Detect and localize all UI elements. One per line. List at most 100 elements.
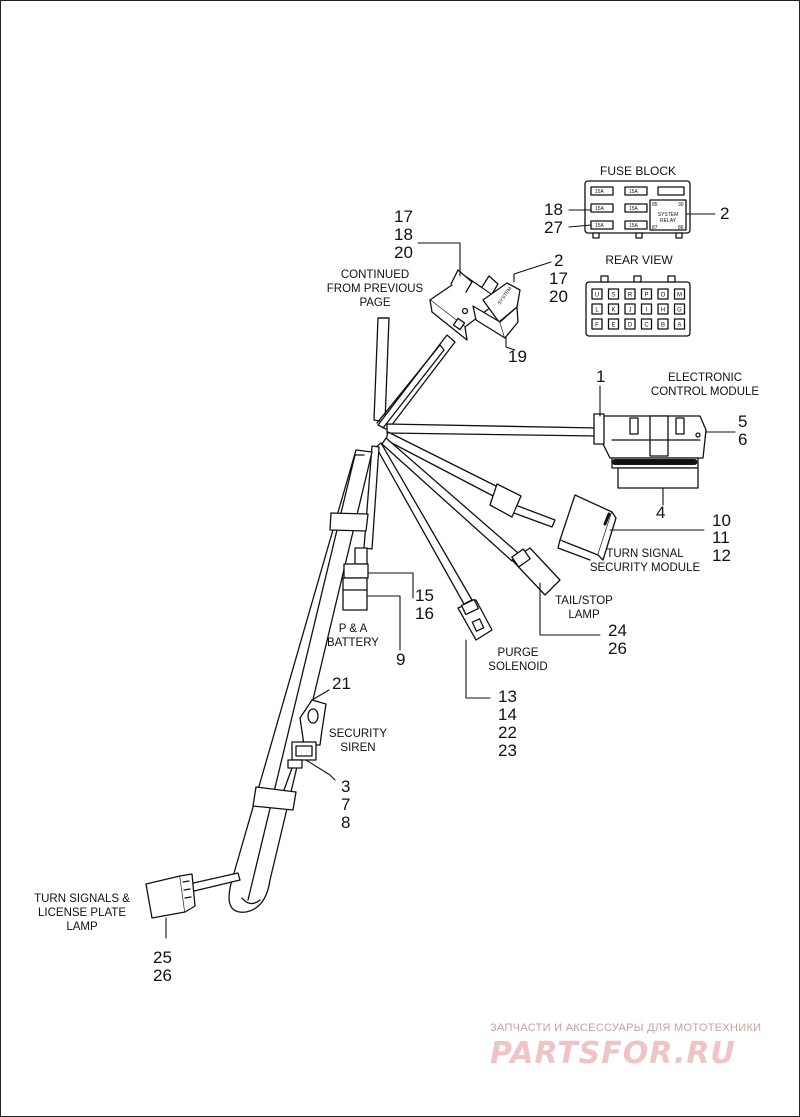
cavity-C — [640, 318, 653, 330]
rear-view-title: REAR VIEW — [605, 253, 673, 267]
cavity-K — [607, 303, 620, 315]
cavity-letter: K — [611, 308, 615, 314]
cavity-O — [657, 288, 669, 300]
leader-lines — [165, 209, 736, 939]
fuse-block-title: FUSE BLOCK — [599, 164, 677, 178]
cavity-S — [607, 288, 620, 300]
callout-17: 17 — [394, 207, 413, 226]
cavity-letter: A — [677, 323, 681, 329]
purge-solenoid-connector — [457, 598, 493, 641]
fuse-label: 15A — [629, 189, 639, 195]
cavity-G — [673, 303, 686, 315]
cavity-D — [624, 318, 636, 330]
fuse-label: 15A — [595, 206, 605, 212]
security-siren-connector — [283, 699, 327, 791]
relay-pin: 86 — [678, 225, 684, 231]
callout-2: 2 — [720, 204, 730, 223]
cavity-letter: G — [677, 308, 682, 314]
cavity-letter: H — [661, 308, 665, 314]
callout-20: 20 — [394, 243, 413, 262]
watermark-logo: PARTSFOR.RU — [490, 1036, 736, 1071]
tssm-label: TURN SIGNAL SECURITY MODULE — [589, 548, 701, 574]
cavity-letter: C — [644, 323, 649, 329]
callout-21: 21 — [332, 674, 351, 693]
watermark-text: ЗАПЧАСТИ И АКСЕССУАРЫ ДЛЯ МОТОТЕХНИКИ — [490, 1022, 762, 1034]
callout-10: 10 — [712, 511, 731, 530]
cavity-letter: J — [629, 308, 632, 314]
pa-battery-label: P & A BATTERY — [327, 623, 379, 649]
cavity-letter: D — [628, 323, 633, 329]
continued-label: CONTINUED FROM PREVIOUS PAGE — [326, 269, 424, 309]
callout-15: 15 — [415, 586, 434, 605]
turn-signals-connector — [145, 873, 196, 919]
callout-26: 26 — [153, 966, 172, 985]
fuse-label: 15A — [595, 223, 605, 229]
tail-stop-label: TAIL/STOP LAMP — [555, 595, 613, 621]
callout-3: 3 — [341, 777, 351, 796]
ecm-label: ELECTRONIC CONTROL MODULE — [650, 372, 760, 398]
cavity-letter: U — [595, 293, 599, 299]
callout-13: 13 — [498, 687, 517, 706]
callout-6: 6 — [738, 430, 748, 449]
cavity-letter: F — [595, 323, 599, 329]
callout-17: 17 — [549, 269, 568, 288]
cavity-letter: P — [644, 293, 648, 299]
callout-19: 19 — [508, 347, 527, 366]
cavity-B — [657, 318, 669, 330]
cavity-letter: S — [611, 293, 615, 299]
cavity-letter: O — [661, 293, 666, 299]
cavity-R — [624, 288, 636, 300]
relay-pin: 30 — [678, 202, 684, 208]
turn-signal-security-module — [557, 494, 617, 561]
callout-20: 20 — [549, 287, 568, 306]
callout-5: 5 — [738, 412, 748, 431]
fuse-label: 15A — [629, 206, 639, 212]
cavity-F — [591, 318, 603, 330]
cavity-letter: I — [646, 308, 648, 314]
cavity-U — [591, 288, 603, 300]
cavity-E — [607, 318, 620, 330]
turn-signals-label: TURN SIGNALS & LICENSE PLATE LAMP — [34, 893, 130, 933]
cavity-letter: L — [595, 308, 599, 314]
callout-4: 4 — [656, 503, 666, 522]
cavity-A — [673, 318, 686, 330]
callout-9: 9 — [396, 650, 406, 669]
fuse-label: 15A — [629, 223, 639, 229]
callout-12: 12 — [712, 546, 731, 565]
security-siren-label: SECURITY SIREN — [328, 728, 388, 754]
cavity-letter: E — [611, 323, 615, 329]
callout-2: 2 — [554, 251, 564, 270]
callout-16: 16 — [415, 604, 434, 623]
callout-18: 18 — [394, 225, 413, 244]
electronic-control-module — [593, 413, 707, 489]
callout-26: 26 — [608, 639, 627, 658]
callout-11: 11 — [712, 528, 730, 547]
relay-pin: 87 — [652, 225, 658, 231]
callout-1: 1 — [596, 367, 606, 386]
callout-8: 8 — [341, 813, 351, 832]
harness-main — [188, 317, 599, 913]
callout-18: 18 — [544, 200, 563, 219]
callout-25: 25 — [153, 948, 172, 967]
top-connector-assembly: SYSTEM — [429, 269, 521, 341]
purge-solenoid-label: PURGE SOLENOID — [488, 647, 548, 673]
callout-27: 27 — [544, 218, 563, 237]
fuse-block-rear-view: U S R P O M L K J I H G F E D C B A — [585, 275, 691, 337]
callout-22: 22 — [498, 723, 517, 742]
cavity-I — [640, 303, 653, 315]
cavity-M — [673, 288, 686, 300]
pa-battery-connector — [342, 547, 369, 611]
cavity-letter: M — [677, 293, 682, 299]
cavity-letter: B — [661, 323, 665, 329]
tail-stop-connector — [511, 547, 561, 596]
cavity-letter: R — [628, 293, 633, 299]
fuse-block: 15A 15A 15A 15A 15A 15A 85 30 87 86 SYST… — [584, 180, 691, 239]
relay-pin: 85 — [652, 202, 658, 208]
callout-24: 24 — [608, 621, 627, 640]
callout-7: 7 — [341, 795, 351, 814]
cavity-H — [657, 303, 669, 315]
fuse-label: 15A — [595, 189, 605, 195]
callout-14: 14 — [498, 705, 517, 724]
